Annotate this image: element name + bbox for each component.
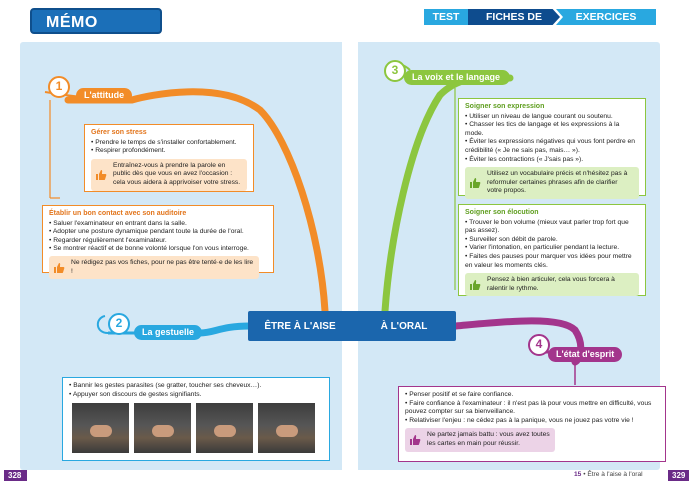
list-item: • Faites des pauses pour marquer vos idé…	[465, 252, 632, 269]
branch-label-attitude: L'attitude	[76, 88, 133, 103]
branch-label-gestuelle: La gestuelle	[134, 325, 203, 340]
list-item: • Éviter les expressions négatives qui v…	[465, 138, 635, 154]
list-item: • Utiliser un niveau de langue courant o…	[465, 112, 613, 120]
central-topic-right: À L'ORAL	[380, 320, 428, 332]
expression-tip: Utilisez un vocabulaire précis et n'hési…	[465, 167, 639, 199]
gesture-photo	[72, 403, 129, 453]
tab-exercices[interactable]: EXERCICES	[556, 9, 656, 25]
page-number-right: 329	[668, 470, 690, 481]
gesture-photo	[196, 403, 253, 453]
elocution-tip: Pensez à bien articuler, cela vous force…	[465, 273, 639, 297]
thumbs-up-icon	[410, 434, 421, 445]
list-item: • Faire confiance à l'examinateur : il n…	[405, 399, 652, 416]
gesture-photo	[258, 403, 315, 453]
list-item: • Trouver le bon volume (mieux vaut parl…	[465, 218, 629, 235]
list-item: • Saluer l'examinateur en entrant dans l…	[49, 219, 187, 227]
tab-test[interactable]: TEST	[424, 9, 468, 25]
list-item: • Chasser les tics de langage et les exp…	[465, 121, 620, 137]
page-number-left: 328	[4, 470, 28, 481]
list-item: • Éviter les contractions (« J'sais pas …	[465, 155, 584, 163]
branch-number-3: 3	[384, 60, 406, 82]
expression-box: Soigner son expression • Utiliser un niv…	[458, 98, 646, 199]
list-item: • Surveiller son débit de parole.	[465, 235, 558, 243]
list-item: • Prendre le temps de s'installer confor…	[91, 138, 237, 146]
chapter-number: 15	[574, 471, 582, 478]
central-topic: ÊTRE À L'AISE À L'ORAL	[248, 311, 456, 341]
branch-label-esprit: L'état d'esprit	[548, 347, 623, 362]
list-item: • Bannir les gestes parasites (se gratte…	[69, 382, 262, 389]
branch-number-2: 2	[108, 313, 130, 335]
list-item: • Regarder régulièrement l'examinateur.	[49, 236, 167, 244]
elocution-box: Soigner son élocution • Trouver le bon v…	[458, 204, 646, 297]
stress-tip: Entraînez-vous à prendre la parole en pu…	[91, 158, 247, 191]
list-item: • Adopter une posture dynamique pendant …	[49, 228, 244, 236]
branch-number-4: 4	[528, 334, 550, 356]
list-item: • Varier l'intonation, en particulier pe…	[465, 244, 620, 252]
branch-label-voix: La voix et le langage	[404, 70, 510, 85]
tab-fiches-de-cours[interactable]: FICHES DE COURS	[468, 9, 560, 25]
elocution-title: Soigner son élocution	[465, 209, 539, 216]
central-topic-left: ÊTRE À L'AISE	[264, 320, 336, 332]
thumbs-up-icon	[470, 279, 481, 290]
branch-gestuelle	[196, 322, 254, 337]
list-item: • Appuyer son discours de gestes signifi…	[69, 390, 202, 398]
esprit-box: • Penser positif et se faire confiance. …	[398, 386, 666, 462]
stress-box: Gérer son stress • Prendre le temps de s…	[84, 124, 254, 192]
branch-attitude	[64, 88, 329, 315]
chapter-footer: 15 • Être à l'aise à l'oral	[574, 471, 643, 478]
contact-title: Établir un bon contact avec son auditoir…	[49, 210, 187, 217]
list-item: • Se montrer réactif et de bonne volonté…	[49, 245, 249, 253]
section-tabs: TEST FICHES DE COURS EXERCICES	[424, 9, 656, 25]
gesture-photos	[72, 403, 315, 453]
list-item: • Respirer profondément.	[91, 147, 166, 155]
esprit-tip: Ne partez jamais battu : vous avez toute…	[405, 428, 555, 452]
gesture-photo	[134, 403, 191, 453]
contact-box: Établir un bon contact avec son auditoir…	[42, 205, 274, 280]
thumbs-up-icon	[96, 169, 107, 180]
thumbs-up-icon	[54, 262, 65, 273]
chapter-title: • Être à l'aise à l'oral	[583, 471, 643, 478]
list-item: • Relativiser l'enjeu : ne cédez pas à l…	[405, 416, 634, 424]
expression-title: Soigner son expression	[465, 103, 545, 110]
contact-tip: Ne rédigez pas vos fiches, pour ne pas ê…	[49, 255, 259, 280]
stress-title: Gérer son stress	[91, 129, 147, 136]
thumbs-up-icon	[470, 178, 481, 189]
list-item: • Penser positif et se faire confiance.	[405, 391, 514, 398]
branch-number-1: 1	[48, 76, 70, 98]
